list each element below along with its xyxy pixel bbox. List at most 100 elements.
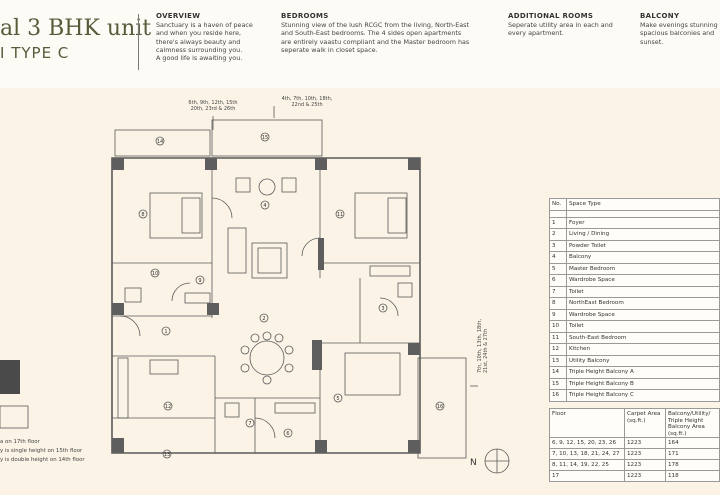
footnote: y is single height on 15th floor — [0, 448, 83, 454]
table-header: Floor — [549, 407, 625, 439]
space-number: 11 — [549, 331, 567, 344]
room-circle — [335, 209, 345, 219]
wardrobe — [184, 292, 211, 304]
carpet-area: 1223 — [624, 470, 666, 483]
dining-chair — [284, 345, 294, 355]
floor-plan-drawing: N 8 4 11 1 2 3 14 15 16 5 12 7 6 13 9 10 — [0, 106, 510, 474]
balcony-section: BALCONY Make evenings stunning spacious … — [640, 12, 720, 46]
balcony-15-outline — [211, 119, 323, 157]
column — [408, 158, 420, 170]
door-arc — [119, 315, 141, 337]
room-number: 15 — [262, 135, 268, 141]
toilet-fixture — [124, 287, 142, 303]
compass-label: N — [470, 458, 477, 468]
space-type: Triple Height Balcony B — [566, 377, 720, 390]
floor-list: 8, 11, 14, 19, 22, 25 — [549, 459, 625, 472]
space-number: 4 — [549, 251, 567, 264]
overview-line: Sanctuary is a haven of peace — [156, 21, 253, 30]
area-table: Floor Carpet Area (sq.ft.) Balcony/Utili… — [549, 407, 720, 483]
space-number: 15 — [549, 377, 567, 390]
room-number: 10 — [152, 271, 158, 277]
balcony-16-floor-note: 7th, 10th, 13th, 18th, 21st, 24th & 27th — [477, 319, 489, 373]
balcony-line: spacious balconies and — [640, 29, 715, 38]
table-header: Space Type — [566, 198, 720, 211]
dining-chair — [262, 375, 272, 385]
door-arc — [254, 417, 276, 439]
space-type: Powder Toilet — [566, 239, 720, 252]
space-number: 10 — [549, 320, 567, 333]
room-number: 7 — [248, 421, 251, 427]
kitchen-stove — [149, 359, 179, 375]
toilet-fixture — [397, 282, 413, 298]
column — [112, 158, 124, 170]
overview-heading: OVERVIEW — [156, 12, 201, 20]
balcony-area: 178 — [665, 459, 720, 472]
room-circle — [333, 393, 343, 403]
bedrooms-section: BEDROOMS Stunning view of the lush RCGC … — [281, 12, 493, 54]
legend-swatch-outline — [0, 405, 29, 429]
space-number: 16 — [549, 389, 567, 402]
balcony-line: Make evenings stunning — [640, 21, 718, 30]
balcony-heading: BALCONY — [640, 12, 680, 20]
room-circle — [260, 200, 270, 210]
sofa — [227, 227, 247, 274]
unit-title: al 3 BHK unit — [0, 16, 152, 41]
dining-chair — [240, 345, 250, 355]
kitchen-counter — [117, 357, 129, 419]
overview-line: calmness surrounding you. — [156, 45, 243, 54]
balcony-14-outline — [114, 129, 211, 157]
room-circle — [162, 449, 172, 459]
dining-chair — [240, 363, 250, 373]
additional-rooms-heading: ADDITIONAL ROOMS — [508, 12, 594, 20]
room-number: 14 — [157, 139, 163, 145]
bedrooms-line: and South-East bedrooms. The 4 sides ope… — [281, 29, 462, 38]
space-type: Living / Dining — [566, 228, 720, 241]
dining-chair — [262, 331, 272, 341]
space-type: Triple Height Balcony A — [566, 366, 720, 379]
toilet-fixture — [224, 402, 240, 418]
column — [318, 238, 324, 270]
column — [112, 303, 124, 315]
space-number: 8 — [549, 297, 567, 310]
room-number: 3 — [381, 306, 384, 312]
bedrooms-heading: BEDROOMS — [281, 12, 329, 20]
space-number: 13 — [549, 354, 567, 367]
space-number: 3 — [549, 239, 567, 252]
space-type: Toilet — [566, 320, 720, 333]
additional-rooms-line: Seperate utility area in each and — [508, 21, 613, 30]
column — [312, 340, 322, 370]
room-number: 8 — [141, 212, 144, 218]
column — [315, 440, 327, 453]
bedrooms-line: Stunning view of the lush RCGC from the … — [281, 21, 470, 30]
room-number: 12 — [165, 404, 171, 410]
room-circle — [138, 209, 148, 219]
column — [205, 158, 217, 170]
room-circle — [245, 418, 255, 428]
balcony-line: sunset. — [640, 37, 664, 46]
room-circle — [259, 313, 269, 323]
space-number: 14 — [549, 366, 567, 379]
room-circle — [163, 401, 173, 411]
overview-line: A good life is awaiting you. — [156, 54, 243, 63]
door-arc — [211, 197, 233, 219]
column — [408, 343, 420, 355]
balcony-15-floor-note: 4th, 7th, 10th, 18th, 22nd & 25th — [281, 96, 333, 108]
table-header: Balcony/Utility/ Triple Height Balcony A… — [665, 407, 720, 439]
overview-line: there's always beauty and — [156, 37, 241, 46]
footnote: y is double height on 14th floor — [0, 457, 85, 463]
coffee-table-inner — [257, 247, 282, 274]
